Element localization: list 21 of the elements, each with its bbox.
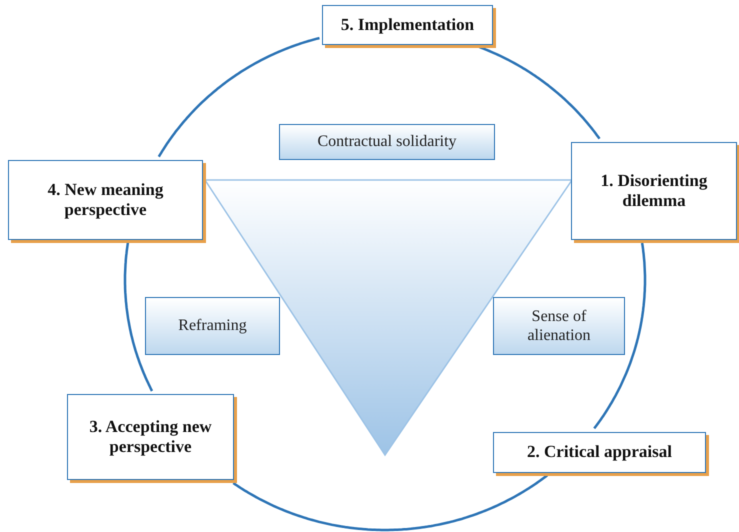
step-box <box>8 160 203 240</box>
box-text: 3. Accepting new perspective <box>88 416 213 458</box>
step-box <box>571 142 737 240</box>
step-box <box>493 432 706 473</box>
circle-arc <box>593 242 646 430</box>
box-text: 2. Critical appraisal <box>526 441 673 464</box>
phase-box <box>145 297 280 355</box>
box-text: 4. New meaning perspective <box>46 178 164 221</box>
circle-arc <box>232 474 548 532</box>
circle-arc <box>124 242 154 392</box>
box-text: 5. Implementation <box>340 14 476 36</box>
box-text: 1. Disorienting dilemma <box>600 170 708 212</box>
phase-box <box>279 124 495 160</box>
box-text: Sense of alienation <box>526 306 592 346</box>
circle-arc <box>158 36 320 158</box>
step-box <box>67 394 234 480</box>
box-text: Reframing <box>177 316 248 336</box>
phase-box <box>493 297 625 355</box>
box-text: Contractual solidarity <box>316 132 458 152</box>
step-box <box>322 5 493 45</box>
circle-arc <box>478 46 601 140</box>
